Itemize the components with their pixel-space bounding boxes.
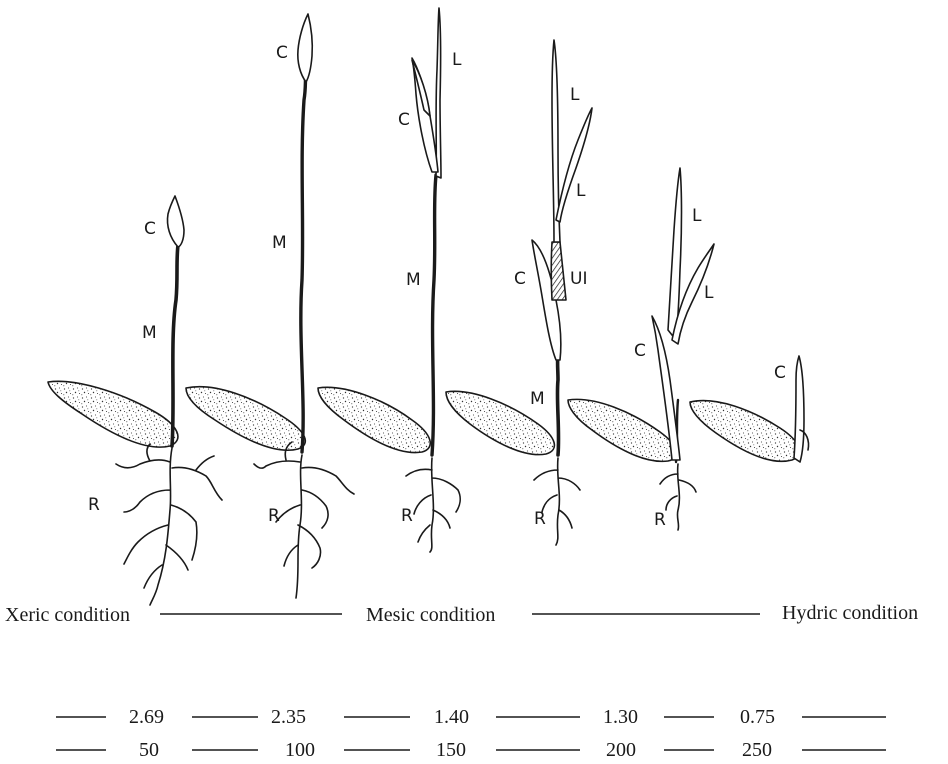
- roots: [405, 457, 461, 553]
- coleoptile-tip: [411, 59, 431, 117]
- scale-value: 0.75: [740, 706, 775, 728]
- label-c: C: [276, 43, 288, 63]
- label-r: R: [268, 506, 280, 526]
- seedling-5: [567, 167, 715, 531]
- coleoptile: [651, 315, 681, 461]
- seedling-3: [317, 7, 461, 553]
- seedling-2: [185, 13, 355, 599]
- scale-value: 50: [139, 739, 159, 761]
- upper-internode: [550, 241, 567, 301]
- leaf: [551, 39, 561, 243]
- seed: [47, 380, 179, 448]
- label-r: R: [654, 510, 666, 530]
- leaf: [671, 243, 715, 345]
- roots: [659, 463, 697, 531]
- hydric-label: Hydric condition: [782, 602, 918, 624]
- roots: [533, 457, 581, 546]
- xeric-label: Xeric condition: [5, 604, 130, 626]
- mesocotyl: [430, 173, 438, 457]
- scale-value: 2.69: [129, 706, 164, 728]
- condition-axis: Xeric condition Mesic condition Hydric c…: [5, 602, 918, 626]
- scale-row-1: 2.69 2.35 1.40 1.30 0.75: [56, 706, 886, 728]
- label-ui: UI: [570, 269, 587, 289]
- label-l: L: [570, 85, 580, 105]
- seedling-6: [689, 355, 810, 463]
- coleoptile: [166, 195, 185, 248]
- mesocotyl: [299, 70, 308, 454]
- coleoptile: [531, 239, 562, 361]
- mesocotyl: [170, 243, 180, 448]
- label-c: C: [634, 341, 646, 361]
- mesocotyl: [555, 353, 561, 457]
- leaf: [555, 107, 593, 223]
- roots: [253, 441, 355, 599]
- coleoptile-base: [799, 429, 810, 451]
- scale-row-2: 50 100 150 200 250: [56, 739, 886, 761]
- seed: [445, 390, 556, 456]
- scale-value: 100: [285, 739, 315, 761]
- scale-value: 1.40: [434, 706, 469, 728]
- label-m: M: [406, 270, 421, 290]
- seedling-1: [47, 195, 223, 606]
- label-l: L: [576, 181, 586, 201]
- seed: [689, 399, 801, 462]
- label-r: R: [88, 495, 100, 515]
- label-m: M: [142, 323, 157, 343]
- label-r: R: [401, 506, 413, 526]
- seed: [185, 386, 307, 451]
- label-m: M: [530, 389, 545, 409]
- label-c: C: [774, 363, 786, 383]
- scale-value: 2.35: [271, 706, 306, 728]
- label-c: C: [398, 110, 410, 130]
- coleoptile: [793, 355, 805, 463]
- label-c: C: [514, 269, 526, 289]
- label-m: M: [272, 233, 287, 253]
- label-l: L: [704, 283, 714, 303]
- scale-value: 250: [742, 739, 772, 761]
- scale-value: 200: [606, 739, 636, 761]
- mesic-label: Mesic condition: [366, 604, 495, 626]
- scale-value: 1.30: [603, 706, 638, 728]
- leaf: [435, 7, 442, 179]
- scale-value: 150: [436, 739, 466, 761]
- seedling-4: [445, 39, 593, 546]
- organ-labels: C M R C M R L C M R L L C UI M R L L C R…: [88, 43, 786, 530]
- label-c: C: [144, 219, 156, 239]
- label-l: L: [452, 50, 462, 70]
- roots: [115, 443, 223, 606]
- coleoptile: [297, 13, 314, 83]
- label-r: R: [534, 509, 546, 529]
- leaf: [667, 167, 683, 341]
- label-l: L: [692, 206, 702, 226]
- seed: [317, 386, 432, 454]
- seed: [567, 398, 678, 463]
